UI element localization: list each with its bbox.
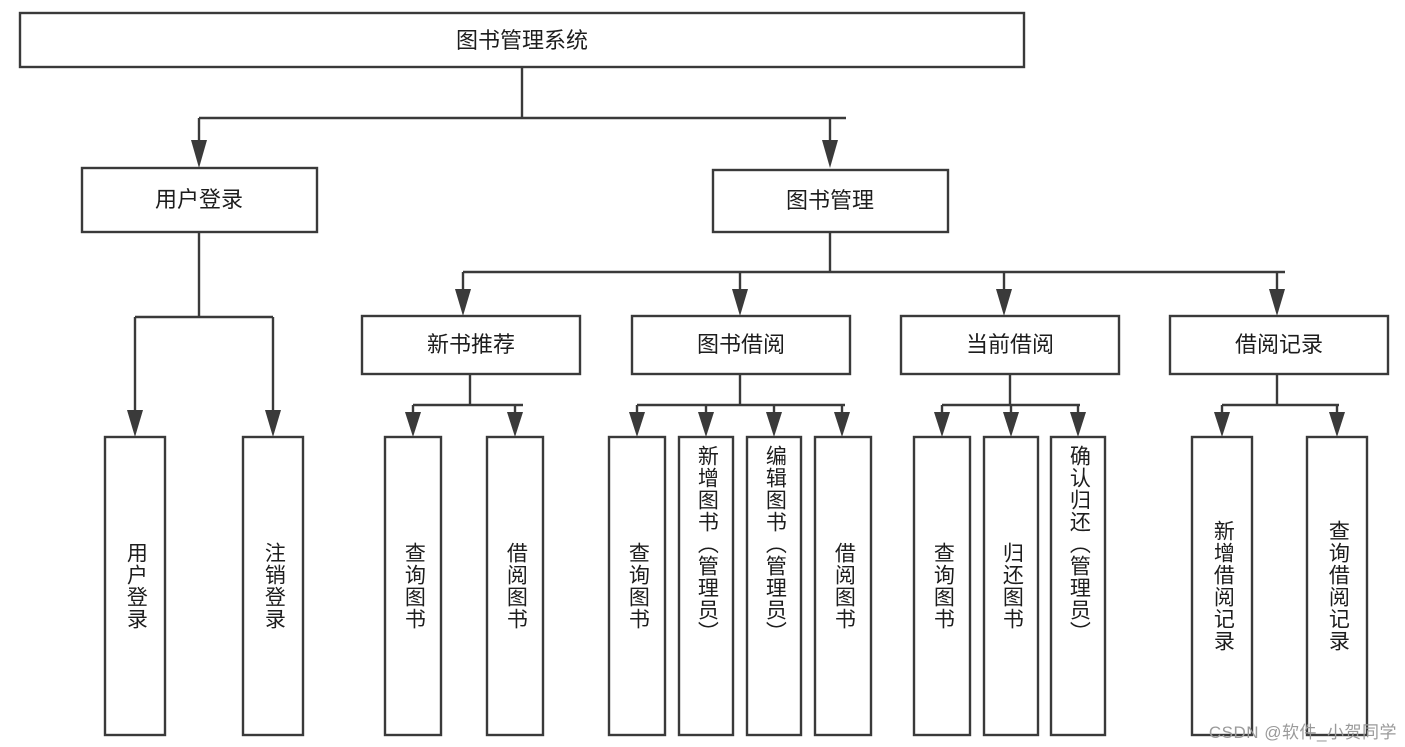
arrow-to-leaf2 — [265, 410, 281, 437]
arrow-to-leaf8 — [834, 412, 850, 437]
arrow-to-borrow — [732, 289, 748, 316]
node-login-label: 用户登录 — [155, 187, 243, 212]
arrow-to-leaf5 — [629, 412, 645, 437]
node-leaf5-box[interactable] — [607, 435, 667, 737]
node-borrow-label: 图书借阅 — [697, 332, 785, 357]
node-newbook-box[interactable] — [360, 314, 582, 376]
node-root[interactable]: 图书管理系统 — [18, 11, 1026, 69]
connector-root-to-level2 — [191, 67, 846, 168]
node-current[interactable]: 当前借阅 — [899, 314, 1121, 376]
arrow-to-leaf13 — [1329, 412, 1345, 437]
connector-records-to-leaves — [1214, 374, 1345, 437]
arrow-to-leaf3 — [405, 412, 421, 437]
arrow-to-bookmgmt — [822, 140, 838, 168]
arrow-to-records — [1269, 289, 1285, 316]
arrow-to-leaf6 — [698, 412, 714, 437]
node-leaf13-box[interactable] — [1305, 435, 1369, 737]
node-current-box[interactable] — [899, 314, 1121, 376]
node-leaf11-box[interactable] — [1049, 435, 1107, 737]
arrow-to-leaf12 — [1214, 412, 1230, 437]
node-leaf4-box[interactable] — [485, 435, 545, 737]
node-root-label: 图书管理系统 — [456, 28, 588, 53]
node-root-box[interactable] — [18, 11, 1026, 69]
node-newbook[interactable]: 新书推荐 — [360, 314, 582, 376]
connector-current-to-leaves — [934, 374, 1086, 437]
node-leaf12-box[interactable] — [1190, 435, 1254, 737]
connector-login-to-leaves — [127, 232, 281, 437]
arrow-to-leaf1 — [127, 410, 143, 437]
node-leaf8-box[interactable] — [813, 435, 873, 737]
node-leaf2-box[interactable] — [241, 435, 305, 737]
node-leaf3-box[interactable] — [383, 435, 443, 737]
node-leaf1-box[interactable] — [103, 435, 167, 737]
node-newbook-label: 新书推荐 — [427, 332, 515, 357]
csdn-watermark: CSDN @软件_小贺同学 — [1208, 723, 1397, 742]
node-records-label: 借阅记录 — [1235, 332, 1323, 357]
arrow-to-leaf10 — [1003, 412, 1019, 437]
arrow-to-leaf4 — [507, 412, 523, 437]
connector-borrow-to-leaves — [629, 374, 850, 437]
node-leaf7-box[interactable] — [745, 435, 803, 737]
node-borrow-box[interactable] — [630, 314, 852, 376]
node-leaf9-box[interactable] — [912, 435, 972, 737]
arrow-to-login — [191, 140, 207, 168]
arrow-to-leaf7 — [766, 412, 782, 437]
node-leaf6-box[interactable] — [677, 435, 735, 737]
leaf-boxes — [103, 435, 1369, 737]
node-records-box[interactable] — [1168, 314, 1390, 376]
node-login-box[interactable] — [80, 166, 319, 234]
node-bookmgmt[interactable]: 图书管理 — [711, 168, 950, 234]
node-bookmgmt-label: 图书管理 — [786, 188, 874, 213]
node-leaf10-box[interactable] — [982, 435, 1040, 737]
node-borrow[interactable]: 图书借阅 — [630, 314, 852, 376]
node-login[interactable]: 用户登录 — [80, 166, 319, 234]
arrow-to-newbook — [455, 289, 471, 316]
node-records[interactable]: 借阅记录 — [1168, 314, 1390, 376]
arrow-to-leaf9 — [934, 412, 950, 437]
connector-bookmgmt-to-level3 — [455, 232, 1285, 316]
node-current-label: 当前借阅 — [966, 332, 1054, 357]
connector-newbook-to-leaves — [405, 374, 523, 437]
arrow-to-current — [996, 289, 1012, 316]
arrow-to-leaf11 — [1070, 412, 1086, 437]
node-bookmgmt-box[interactable] — [711, 168, 950, 234]
